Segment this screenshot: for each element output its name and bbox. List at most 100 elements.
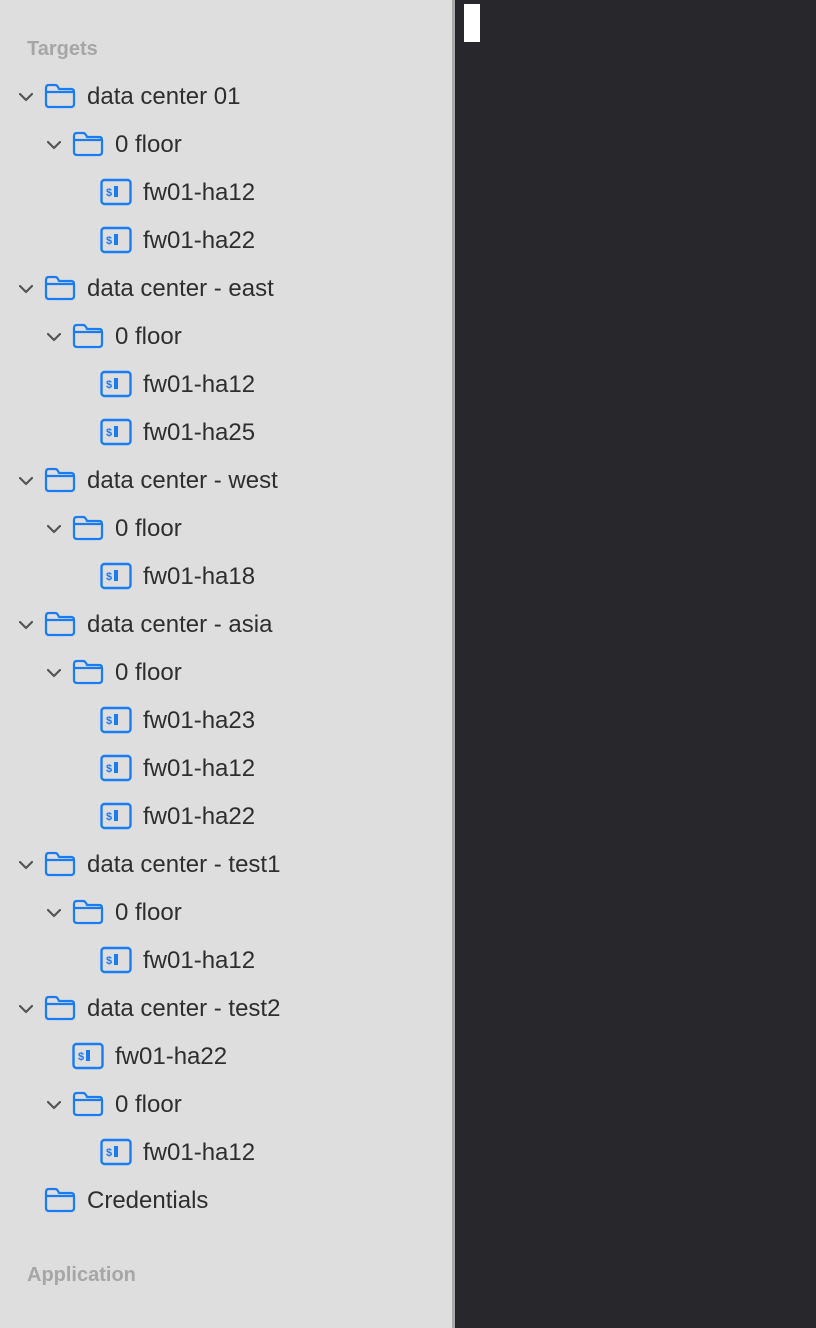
tree-item-label: 0 floor xyxy=(115,899,182,926)
tree-host-item[interactable]: $ fw01-ha12 xyxy=(0,1129,452,1177)
folder-icon xyxy=(44,1187,76,1220)
terminal-host-icon: $ xyxy=(100,178,132,213)
folder-icon xyxy=(44,467,76,500)
svg-text:$: $ xyxy=(106,187,112,199)
tree-host-item[interactable]: $ fw01-ha22 xyxy=(0,1033,452,1081)
svg-text:$: $ xyxy=(78,1051,84,1063)
tree-host-item[interactable]: $ fw01-ha25 xyxy=(0,409,452,457)
chevron-down-icon[interactable] xyxy=(16,279,36,299)
split-divider[interactable] xyxy=(452,0,455,1328)
tree-host-item[interactable]: $ fw01-ha12 xyxy=(0,361,452,409)
folder-icon xyxy=(44,995,76,1028)
terminal-host-icon: $ xyxy=(100,946,132,981)
tree-folder-item[interactable]: data center 01 xyxy=(0,73,452,121)
tree-folder-item[interactable]: data center - test2 xyxy=(0,985,452,1033)
svg-text:$: $ xyxy=(106,235,112,247)
tree-host-item[interactable]: $ fw01-ha12 xyxy=(0,937,452,985)
tree-item-label: data center - east xyxy=(87,275,274,302)
folder-icon xyxy=(72,323,104,356)
chevron-down-icon[interactable] xyxy=(44,1095,64,1115)
tree-folder-item[interactable]: 0 floor xyxy=(0,313,452,361)
terminal-cursor xyxy=(464,4,480,42)
tree-item-label: fw01-ha12 xyxy=(143,1139,256,1166)
tree-item-label: fw01-ha12 xyxy=(143,755,256,782)
chevron-down-icon[interactable] xyxy=(44,327,64,347)
tree-item-label: Credentials xyxy=(87,1187,209,1214)
terminal-host-icon: $ xyxy=(100,1138,132,1173)
chevron-down-icon[interactable] xyxy=(44,663,64,683)
tree-item-label: 0 floor xyxy=(115,323,182,350)
tree-host-item[interactable]: $ fw01-ha12 xyxy=(0,169,452,217)
targets-tree: data center 01 0 floor $ fw01-ha12 $ fw01-ha2… xyxy=(0,73,452,1225)
terminal-host-icon: $ xyxy=(100,226,132,261)
svg-text:$: $ xyxy=(106,571,112,583)
tree-item-label: data center 01 xyxy=(87,83,241,110)
tree-folder-item[interactable]: 0 floor xyxy=(0,1081,452,1129)
terminal-host-icon: $ xyxy=(100,754,132,789)
chevron-down-icon[interactable] xyxy=(44,903,64,923)
tree-item-label: fw01-ha12 xyxy=(143,947,256,974)
chevron-down-icon[interactable] xyxy=(16,999,36,1019)
tree-host-item[interactable]: $ fw01-ha23 xyxy=(0,697,452,745)
chevron-down-icon[interactable] xyxy=(44,519,64,539)
terminal-host-icon: $ xyxy=(100,802,132,837)
chevron-down-icon[interactable] xyxy=(16,615,36,635)
tree-folder-item[interactable]: data center - east xyxy=(0,265,452,313)
tree-item-label: data center - test1 xyxy=(87,851,281,878)
tree-folder-item[interactable]: Credentials xyxy=(0,1177,452,1225)
tree-item-label: fw01-ha22 xyxy=(143,803,256,830)
svg-text:$: $ xyxy=(106,763,112,775)
folder-icon xyxy=(72,515,104,548)
terminal-host-icon: $ xyxy=(100,706,132,741)
section-header-targets: Targets xyxy=(27,38,98,60)
tree-folder-item[interactable]: 0 floor xyxy=(0,649,452,697)
tree-folder-item[interactable]: data center - west xyxy=(0,457,452,505)
tree-item-label: fw01-ha22 xyxy=(115,1043,228,1070)
tree-item-label: data center - test2 xyxy=(87,995,281,1022)
svg-text:$: $ xyxy=(106,811,112,823)
tree-item-label: 0 floor xyxy=(115,1091,182,1118)
tree-item-label: fw01-ha12 xyxy=(143,371,256,398)
tree-item-label: data center - asia xyxy=(87,611,273,638)
terminal-host-icon: $ xyxy=(100,370,132,405)
tree-folder-item[interactable]: 0 floor xyxy=(0,505,452,553)
chevron-down-icon[interactable] xyxy=(16,471,36,491)
chevron-down-icon[interactable] xyxy=(16,87,36,107)
folder-icon xyxy=(44,611,76,644)
folder-icon xyxy=(72,659,104,692)
svg-text:$: $ xyxy=(106,955,112,967)
folder-icon xyxy=(72,131,104,164)
tree-item-label: 0 floor xyxy=(115,515,182,542)
tree-item-label: fw01-ha23 xyxy=(143,707,256,734)
chevron-down-icon[interactable] xyxy=(16,855,36,875)
tree-folder-item[interactable]: 0 floor xyxy=(0,121,452,169)
tree-folder-item[interactable]: 0 floor xyxy=(0,889,452,937)
folder-icon xyxy=(72,899,104,932)
folder-icon xyxy=(72,1091,104,1124)
tree-item-label: fw01-ha18 xyxy=(143,563,256,590)
tree-host-item[interactable]: $ fw01-ha12 xyxy=(0,745,452,793)
tree-folder-item[interactable]: data center - test1 xyxy=(0,841,452,889)
folder-icon xyxy=(44,83,76,116)
tree-item-label: fw01-ha25 xyxy=(143,419,256,446)
tree-host-item[interactable]: $ fw01-ha22 xyxy=(0,217,452,265)
terminal-pane[interactable] xyxy=(455,0,816,1328)
tree-item-label: 0 floor xyxy=(115,131,182,158)
tree-host-item[interactable]: $ fw01-ha22 xyxy=(0,793,452,841)
svg-text:$: $ xyxy=(106,379,112,391)
tree-item-label: 0 floor xyxy=(115,659,182,686)
svg-text:$: $ xyxy=(106,715,112,727)
tree-host-item[interactable]: $ fw01-ha18 xyxy=(0,553,452,601)
tree-folder-item[interactable]: data center - asia xyxy=(0,601,452,649)
section-header-application: Application xyxy=(27,1264,136,1286)
tree-item-label: fw01-ha22 xyxy=(143,227,256,254)
svg-text:$: $ xyxy=(106,1147,112,1159)
tree-item-label: data center - west xyxy=(87,467,278,494)
tree-item-label: fw01-ha12 xyxy=(143,179,256,206)
terminal-host-icon: $ xyxy=(100,562,132,597)
folder-icon xyxy=(44,275,76,308)
folder-icon xyxy=(44,851,76,884)
terminal-host-icon: $ xyxy=(100,418,132,453)
chevron-down-icon[interactable] xyxy=(44,135,64,155)
